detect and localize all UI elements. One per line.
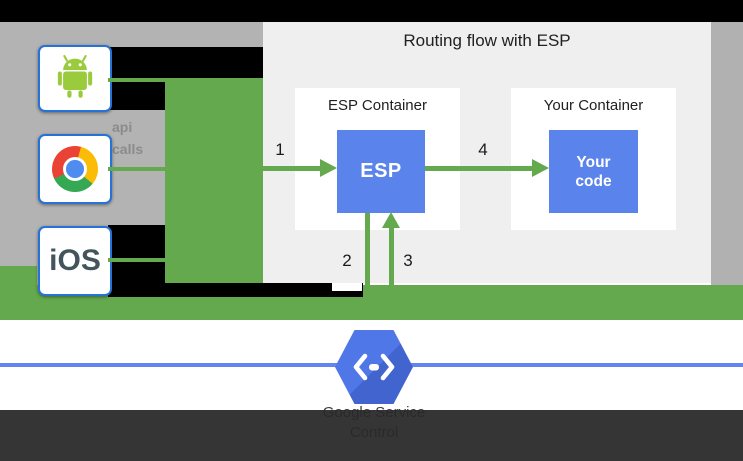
esp-container-title: ESP Container xyxy=(328,97,427,114)
step-1-label: 1 xyxy=(275,140,285,159)
chrome-client-box xyxy=(38,134,112,204)
arrow-3-head-icon xyxy=(382,212,400,228)
diagram-title: Routing flow with ESP xyxy=(403,31,571,50)
step-3-label: 3 xyxy=(403,251,413,270)
transparent-patch xyxy=(108,283,363,297)
arrow-1-line xyxy=(263,166,320,171)
google-cloud-hexagon-icon xyxy=(335,330,413,404)
api-calls-line1: api xyxy=(112,119,133,135)
api-calls-label: api calls xyxy=(112,116,164,162)
green-vertical-band xyxy=(165,78,263,297)
top-black-band xyxy=(0,0,743,22)
arrow-4-line xyxy=(425,166,533,171)
esp-box: ESP xyxy=(337,130,425,213)
arrow-3-line xyxy=(389,227,394,320)
code-brackets-icon xyxy=(353,353,395,381)
your-code-box: Your code xyxy=(549,130,638,213)
transparent-patch xyxy=(108,47,263,78)
arrow-1-head-icon xyxy=(320,159,337,177)
bottom-dark-band xyxy=(0,410,743,461)
your-container-title: Your Container xyxy=(543,97,644,114)
arrow-4-head-icon xyxy=(532,159,549,177)
ios-client-box: iOS xyxy=(38,226,112,296)
white-notch xyxy=(332,283,362,291)
transparent-patch xyxy=(108,78,165,110)
ios-flow-line xyxy=(108,258,165,262)
api-calls-line2: calls xyxy=(112,141,144,157)
green-left-block xyxy=(0,266,37,320)
ios-label: iOS xyxy=(49,244,101,277)
android-client-box xyxy=(38,45,112,112)
right-gray-background xyxy=(711,22,743,285)
chrome-flow-line xyxy=(108,167,165,171)
android-flow-line xyxy=(108,78,165,82)
step-2-label: 2 xyxy=(342,251,352,270)
chrome-icon xyxy=(52,146,98,192)
your-code-line1: Your xyxy=(576,153,611,171)
android-icon xyxy=(54,53,96,104)
your-code-line2: code xyxy=(575,172,612,190)
arrow-2-line xyxy=(365,213,370,320)
your-code-label: Your code xyxy=(575,153,611,191)
step-4-label: 4 xyxy=(478,140,488,159)
